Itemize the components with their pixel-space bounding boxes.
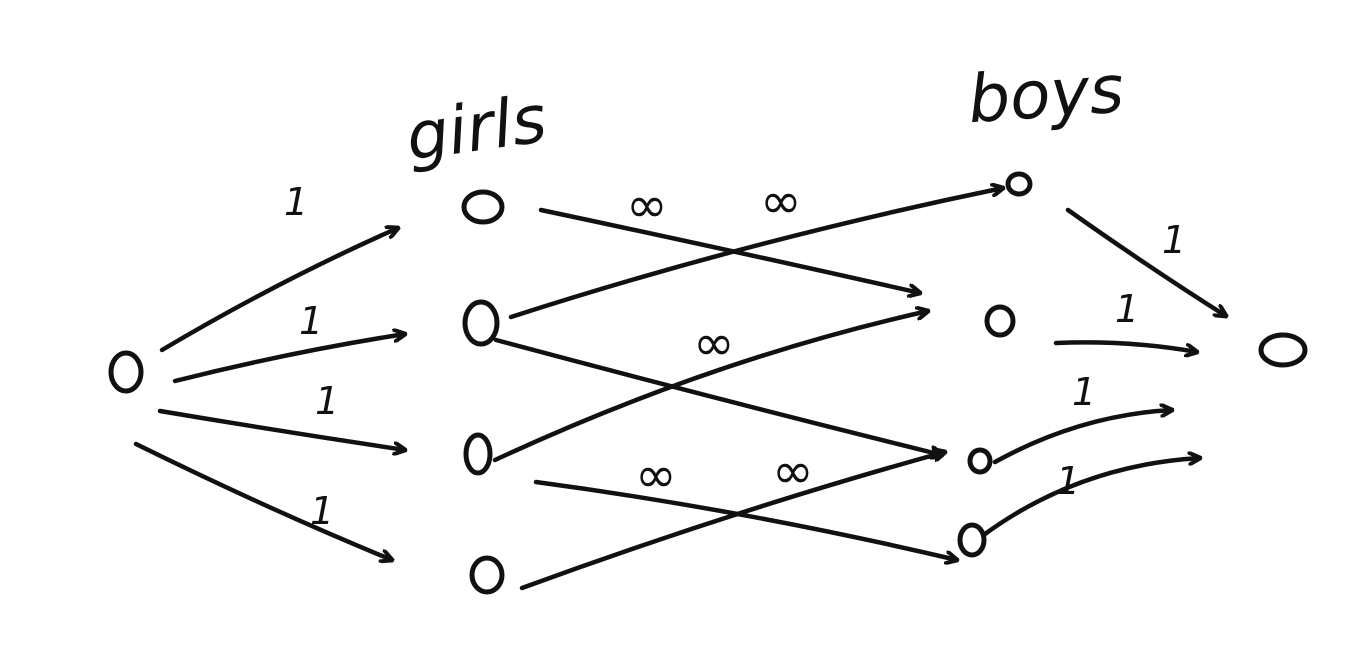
- cap-source-girl-3: 1: [315, 379, 339, 423]
- cap-inf-4: ∞: [635, 446, 677, 504]
- girl-node-4: [469, 555, 505, 595]
- cap-source-girl-2: 1: [299, 299, 323, 343]
- cap-inf-2: ∞: [760, 172, 802, 230]
- boys-label: boys: [966, 51, 1127, 139]
- girls-label: girls: [402, 80, 551, 176]
- cap-source-girl-1: 1: [284, 180, 308, 224]
- edge-girl4-boy3: [519, 452, 945, 591]
- edge-source-girl-3: [157, 408, 405, 450]
- edge-boy2-sink: [1053, 340, 1197, 352]
- boy-node-1: [1005, 171, 1033, 197]
- edge-source-girl-1: [159, 228, 398, 353]
- sink-node: [1258, 332, 1308, 368]
- edge-girl3-boy4: [533, 479, 957, 560]
- edge-source-girl-4: [133, 441, 392, 560]
- edge-girl3-boy2: [492, 311, 928, 463]
- boy-node-4: [957, 522, 987, 558]
- cap-boy4-sink: 1: [1056, 459, 1080, 503]
- girl-node-1: [461, 189, 505, 225]
- cap-inf-5: ∞: [772, 442, 814, 500]
- cap-inf-1: ∞: [626, 176, 668, 234]
- cap-inf-3: ∞: [693, 314, 735, 372]
- cap-source-girl-4: 1: [310, 489, 334, 533]
- cap-boy2-sink: 1: [1115, 287, 1139, 331]
- edge-source-girl-2: [172, 334, 405, 384]
- cap-boy1-sink: 1: [1162, 218, 1186, 262]
- girl-node-3: [463, 432, 493, 476]
- boy-node-3: [967, 447, 993, 475]
- cap-boy3-sink: 1: [1072, 370, 1096, 414]
- source-node: [108, 350, 144, 394]
- edge-boy4-sink: [982, 458, 1200, 537]
- edge-girl2-boy1: [508, 188, 1003, 320]
- edge-girl2-boy3: [493, 337, 942, 455]
- girl-node-2: [462, 299, 500, 347]
- edge-boy1-sink: [1065, 207, 1226, 316]
- boy-node-2: [984, 304, 1016, 338]
- edge-boy3-sink: [992, 410, 1172, 465]
